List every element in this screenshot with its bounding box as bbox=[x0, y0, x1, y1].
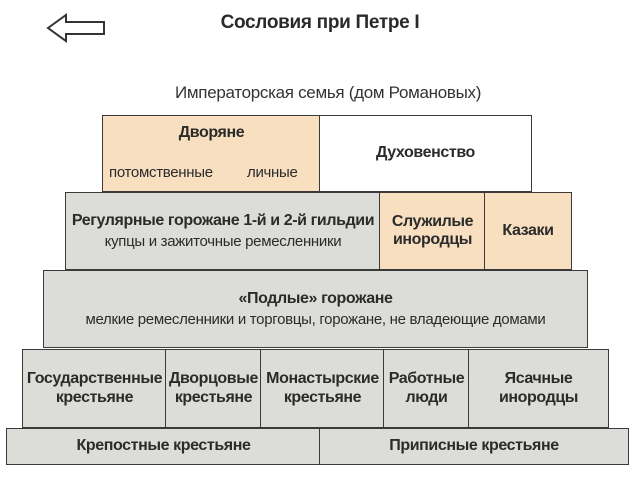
monastery-peasants-line1: Монастырские bbox=[266, 370, 379, 388]
left-arrow-icon bbox=[46, 13, 105, 43]
palace-peasants-cell: Дворцовые крестьяне bbox=[165, 349, 262, 428]
imperial-family-label: Императорская семья (дом Романовых) bbox=[175, 83, 482, 102]
working-people-line2: люди bbox=[405, 388, 448, 406]
palace-peasants-line1: Дворцовые bbox=[169, 370, 258, 388]
regular-townspeople-sub: купцы и зажиточные ремесленники bbox=[104, 233, 342, 251]
palace-peasants-line2: крестьяне bbox=[174, 388, 253, 406]
service-foreigners-line1: Служилые bbox=[391, 212, 474, 230]
monastery-peasants-cell: Монастырские крестьяне bbox=[260, 349, 385, 428]
serfs-label: Крепостные крестьяне bbox=[76, 437, 251, 455]
working-people-line1: Работные bbox=[388, 370, 465, 388]
working-people-cell: Работные люди bbox=[383, 349, 470, 428]
nobles-cell: Дворяне потомственные личные bbox=[102, 115, 321, 192]
regular-townspeople-cell: Регулярные горожане 1-й и 2-й гильдии ку… bbox=[65, 192, 381, 270]
lower-townspeople-title: «Подлые» горожане bbox=[238, 289, 393, 307]
cossacks-label: Казаки bbox=[502, 221, 554, 239]
assigned-peasants-label: Приписные крестьяне bbox=[389, 437, 559, 455]
yasak-foreigners-cell: Ясачные инородцы bbox=[468, 349, 609, 428]
nobles-title: Дворяне bbox=[178, 124, 245, 141]
serfs-cell: Крепостные крестьяне bbox=[6, 428, 321, 465]
back-arrow-button[interactable] bbox=[46, 13, 108, 43]
state-peasants-line1: Государственные bbox=[26, 370, 163, 388]
yasak-foreigners-line2: инородцы bbox=[498, 388, 579, 406]
clergy-cell: Духовенство bbox=[319, 115, 532, 192]
nobles-personal: личные bbox=[247, 164, 298, 181]
regular-townspeople-title: Регулярные горожане 1-й и 2-й гильдии bbox=[71, 211, 375, 229]
yasak-foreigners-line1: Ясачные bbox=[504, 370, 573, 388]
service-foreigners-line2: инородцы bbox=[392, 231, 473, 248]
page-title: Сословия при Петре I bbox=[220, 12, 420, 33]
lower-townspeople-cell: «Подлые» горожане мелкие ремесленники и … bbox=[43, 270, 588, 348]
monastery-peasants-line2: крестьяне bbox=[283, 388, 362, 406]
state-peasants-cell: Государственные крестьяне bbox=[22, 349, 167, 428]
state-peasants-line2: крестьяне bbox=[55, 388, 134, 406]
service-foreigners-cell: Служилые инородцы bbox=[379, 192, 486, 270]
nobles-hereditary: потомственные bbox=[109, 164, 213, 181]
lower-townspeople-sub: мелкие ремесленники и торговцы, горожане… bbox=[85, 311, 546, 329]
cossacks-cell: Казаки bbox=[484, 192, 572, 270]
assigned-peasants-cell: Приписные крестьяне bbox=[319, 428, 629, 465]
clergy-label: Духовенство bbox=[376, 144, 475, 162]
